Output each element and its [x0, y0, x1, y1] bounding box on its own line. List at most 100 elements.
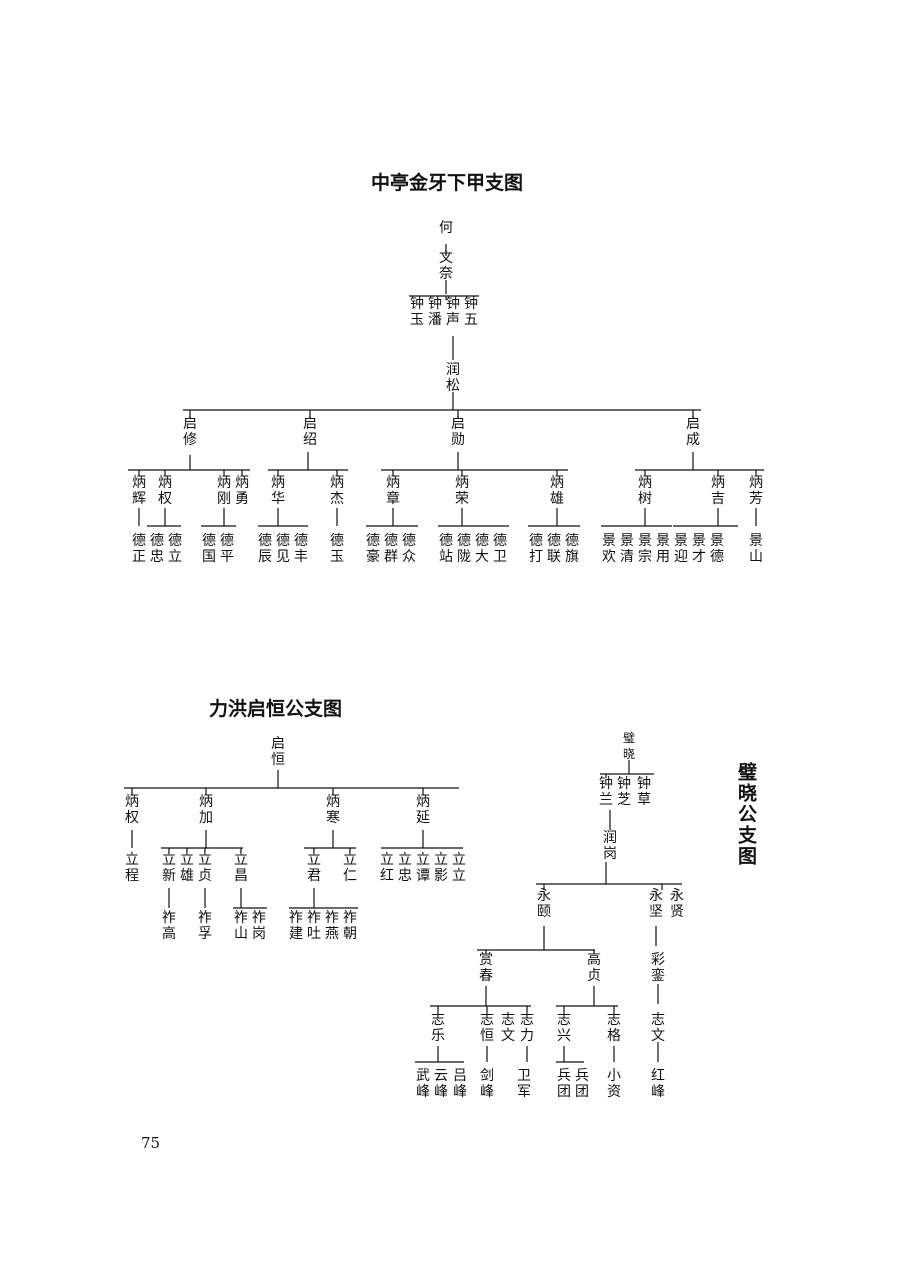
person-name: 志文 [651, 1012, 665, 1044]
person-name: 钟玉 [410, 295, 424, 328]
person-name: 钟声 [446, 295, 460, 328]
person-name: 祚高 [162, 910, 176, 942]
person-name: 景宗 [638, 533, 652, 565]
person-name: 炳权 [158, 475, 172, 507]
person-name: 景才 [692, 533, 706, 565]
person-name: 祚建 [289, 910, 303, 942]
person-name: 钟兰 [599, 775, 613, 808]
person-name: 炳加 [199, 794, 213, 826]
person-name: 炳树 [638, 475, 652, 507]
person-name: 志乐 [431, 1012, 445, 1044]
person-name: 炳刚 [217, 475, 231, 507]
tree1-title: 中亭金牙下甲支图 [371, 172, 524, 194]
person-name: 赏春 [479, 952, 493, 984]
person-name: 德旗 [565, 533, 579, 565]
person-name: 德豪 [366, 533, 380, 565]
person-name: 高贞 [587, 951, 601, 984]
person-name: 立红 [380, 852, 394, 884]
person-name: 炳荣 [455, 475, 469, 507]
person-name: 立新 [162, 852, 176, 884]
person-name: 景迎 [674, 533, 688, 565]
person-name: 兵团 [557, 1068, 571, 1100]
person-name: 文奈 [439, 250, 453, 282]
person-name: 德立 [168, 533, 182, 565]
person-name: 吕峰 [453, 1068, 467, 1100]
person-name: 启勋 [451, 416, 465, 448]
person-name: 立忠 [398, 852, 412, 884]
person-name: 小资 [607, 1068, 621, 1100]
person-name: 志恒 [480, 1012, 494, 1044]
person-name: 景德 [710, 533, 724, 565]
person-name: 德见 [276, 533, 290, 565]
person-name: 立影 [434, 852, 448, 884]
person-name: 立谭 [416, 852, 430, 884]
person-name: 景清 [620, 533, 634, 565]
person-name: 炳吉 [711, 475, 725, 507]
tree3-title: 璧晓公支图 [735, 762, 757, 867]
person-name: 立立 [452, 852, 466, 884]
person-name: 德联 [547, 533, 561, 565]
person-name: 立仁 [343, 852, 357, 884]
person-name: 德丰 [294, 533, 308, 565]
person-name: 祚朝 [343, 910, 357, 942]
person-name: 德打 [529, 533, 543, 565]
person-name: 德陇 [457, 533, 471, 565]
person-name: 璧晓 [623, 730, 635, 761]
person-name: 景欢 [602, 533, 616, 565]
person-name: 炳延 [416, 794, 430, 826]
person-name: 炳芳 [749, 475, 763, 507]
person-name: 景用 [656, 533, 670, 565]
person-name: 启恒 [271, 736, 285, 768]
person-name: 润岗 [603, 830, 617, 862]
person-name: 志力 [520, 1012, 534, 1044]
person-name: 钟芝 [617, 775, 631, 808]
person-name: 祚孚 [198, 910, 212, 942]
person-name: 红峰 [651, 1068, 665, 1100]
person-name: 祚燕 [325, 910, 339, 942]
person-name: 德国 [202, 533, 216, 565]
person-name: 祚岗 [252, 910, 266, 942]
tree2-title: 力洪启恒公支图 [209, 698, 343, 720]
page-number: 75 [141, 1134, 161, 1152]
person-name: 永坚 [649, 888, 663, 920]
person-name: 立贞 [198, 852, 212, 884]
person-name: 何 [439, 220, 453, 236]
person-name: 永贤 [670, 888, 684, 920]
person-name: 炳寒 [326, 794, 340, 826]
person-name: 启修 [183, 416, 197, 448]
person-name: 启成 [686, 416, 700, 448]
person-name: 德群 [384, 533, 398, 565]
person-name: 永颐 [537, 888, 551, 920]
person-name: 德大 [475, 533, 489, 565]
person-name: 兵团 [575, 1068, 589, 1100]
person-name: 志格 [607, 1012, 621, 1044]
person-name: 立雄 [180, 852, 194, 884]
person-name: 炳杰 [330, 475, 344, 507]
person-name: 钟五 [464, 295, 478, 328]
person-name: 云峰 [434, 1068, 448, 1100]
person-name: 德平 [220, 533, 234, 565]
person-name: 德站 [439, 533, 453, 565]
person-name: 武峰 [416, 1068, 430, 1100]
person-name: 炳权 [125, 794, 139, 826]
person-name: 德卫 [493, 533, 507, 565]
person-name: 祚山 [234, 910, 248, 942]
person-name: 祚吐 [307, 910, 321, 942]
person-name: 钟潘 [428, 295, 442, 328]
person-name: 炳辉 [132, 475, 146, 507]
person-name: 彩銮 [651, 952, 665, 984]
person-name: 德众 [402, 533, 416, 565]
person-name: 志兴 [557, 1012, 571, 1044]
person-name: 炳章 [386, 475, 400, 507]
person-name: 立君 [307, 852, 321, 884]
person-name: 钟草 [637, 775, 651, 808]
person-name: 立昌 [234, 852, 248, 884]
person-name: 炳雄 [550, 475, 564, 507]
person-name: 德辰 [258, 533, 272, 565]
person-name: 志文 [501, 1012, 515, 1044]
person-name: 炳勇 [235, 475, 249, 507]
person-name: 炳华 [271, 475, 285, 507]
person-name: 润松 [446, 362, 460, 394]
